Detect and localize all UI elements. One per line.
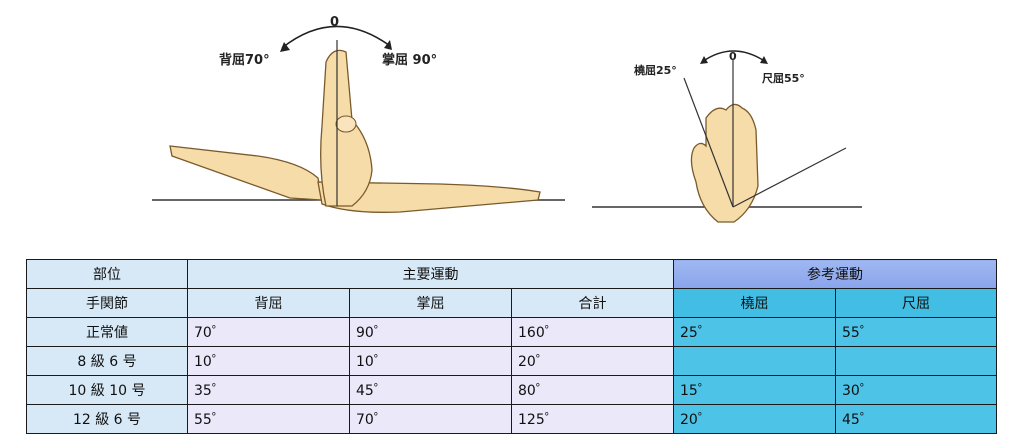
header-reference-motion: 参考運動 [673, 259, 997, 289]
table-subheader-row: 手関節 背屈 掌屈 合計 橈屈 尺屈 [26, 288, 997, 318]
radial-ulnar-diagram: 0 橈屈25° 尺屈55° [592, 50, 862, 223]
cell-dorsiflexion: 10゜ [187, 346, 350, 376]
table-row: 12 級 6 号 55゜ 70゜ 125゜ 20゜ 45゜ [26, 404, 997, 434]
subheader-ulnar-flexion: 尺屈 [835, 288, 997, 318]
cell-dorsiflexion: 55゜ [187, 404, 350, 434]
header-site: 部位 [26, 259, 188, 289]
cell-radial-flexion: 15゜ [673, 375, 836, 405]
cell-radial-flexion [673, 346, 836, 376]
cell-dorsiflexion: 35゜ [187, 375, 350, 405]
cell-ulnar-flexion: 55゜ [835, 317, 997, 347]
cell-total: 160゜ [511, 317, 674, 347]
table-row: 10 級 10 号 35゜ 45゜ 80゜ 15゜ 30゜ [26, 375, 997, 405]
cell-palmar-flexion: 90゜ [349, 317, 512, 347]
subheader-total: 合計 [511, 288, 674, 318]
dorsiflexion-label: 背屈70° [219, 52, 270, 68]
arc-arrowhead-left [280, 42, 290, 52]
subheader-palmar-flexion: 掌屈 [349, 288, 512, 318]
table-row: 8 級 6 号 10゜ 10゜ 20゜ [26, 346, 997, 376]
left-motion-arc [281, 25, 391, 49]
cell-ulnar-flexion: 45゜ [835, 404, 997, 434]
wrist-range-of-motion-illustration: 0 背屈70° 掌屈 90° 0 橈屈25° 尺屈55° [152, 15, 862, 223]
subheader-radial-flexion: 橈屈 [673, 288, 836, 318]
cell-palmar-flexion: 45゜ [349, 375, 512, 405]
ulnar-flexion-line [732, 147, 847, 208]
cell-palmar-flexion: 70゜ [349, 404, 512, 434]
right-arc-arrowhead-left [700, 56, 708, 64]
dorsiflexed-hand-shape [169, 145, 323, 201]
subheader-dorsiflexion: 背屈 [187, 288, 350, 318]
cell-ulnar-flexion: 30゜ [835, 375, 997, 405]
row-label: 10 級 10 号 [26, 375, 188, 405]
right-motion-arc [701, 50, 767, 63]
row-label: 正常値 [26, 317, 188, 347]
cell-radial-flexion: 25゜ [673, 317, 836, 347]
wrist-diagram-svg: 0 背屈70° 掌屈 90° 0 橈屈25° 尺屈55° [152, 15, 862, 223]
cell-ulnar-flexion [835, 346, 997, 376]
flexion-extension-diagram: 0 背屈70° 掌屈 90° [152, 15, 565, 213]
row-label: 12 級 6 号 [26, 404, 188, 434]
arc-arrowhead-right [384, 40, 392, 50]
table-header-row: 部位 主要運動 参考運動 [26, 259, 997, 289]
left-zero-label: 0 [330, 15, 339, 30]
cell-radial-flexion: 20゜ [673, 404, 836, 434]
right-zero-label: 0 [729, 50, 737, 63]
right-arc-arrowhead-right [760, 56, 768, 64]
table-row: 正常値 70゜ 90゜ 160゜ 25゜ 55゜ [26, 317, 997, 347]
palmar-flexion-label: 掌屈 90° [382, 52, 437, 68]
subheader-joint: 手関節 [26, 288, 188, 318]
row-label: 8 級 6 号 [26, 346, 188, 376]
radial-flexion-line [683, 77, 734, 208]
cell-total: 80゜ [511, 375, 674, 405]
range-of-motion-table: 部位 主要運動 参考運動 手関節 背屈 掌屈 合計 橈屈 尺屈 正常値 70゜ … [26, 259, 997, 434]
cell-palmar-flexion: 10゜ [349, 346, 512, 376]
neutral-hand-thumb [335, 115, 357, 133]
radial-flexion-label: 橈屈25° [634, 63, 677, 77]
cell-total: 20゜ [511, 346, 674, 376]
cell-total: 125゜ [511, 404, 674, 434]
palmar-flexed-hand-shape [317, 181, 541, 213]
cell-dorsiflexion: 70゜ [187, 317, 350, 347]
frontal-hand-shape [690, 103, 759, 223]
header-main-motion: 主要運動 [187, 259, 674, 289]
ulnar-flexion-label: 尺屈55° [762, 72, 805, 85]
